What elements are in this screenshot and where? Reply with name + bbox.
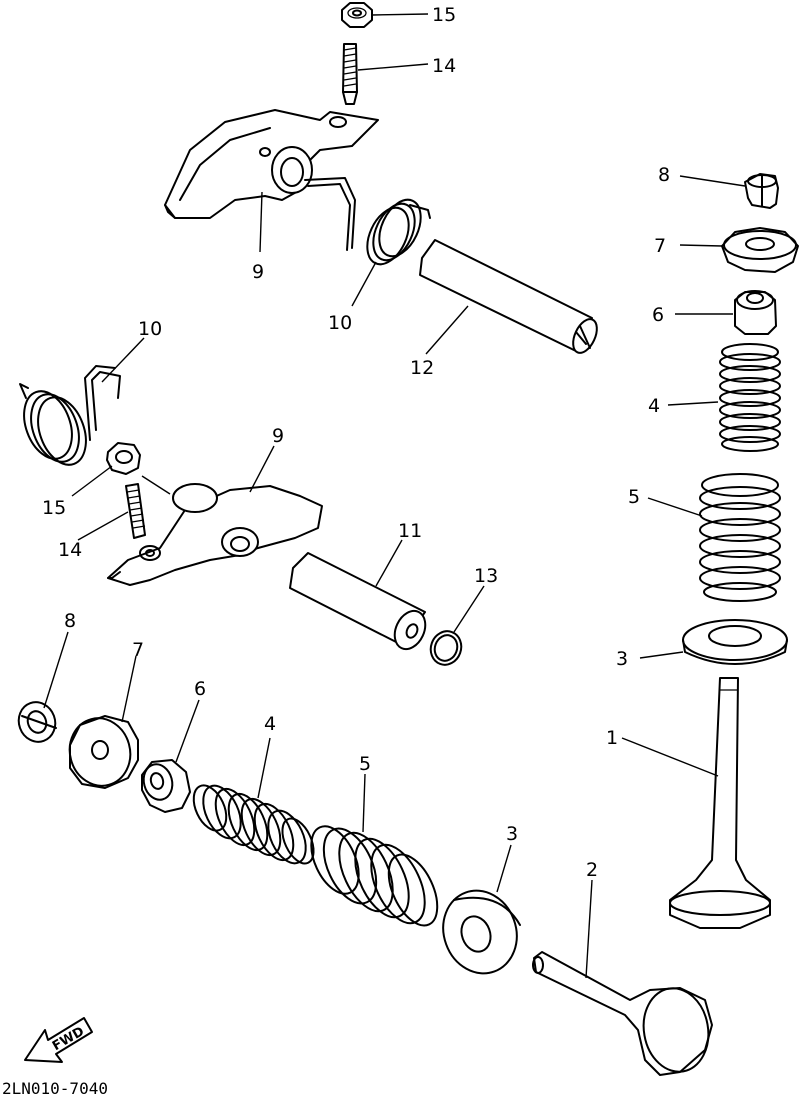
- label-15-mid: 15: [42, 497, 66, 519]
- part-5-outer-spring-right: [699, 473, 781, 602]
- part-6-valve-stem-seal-right: [734, 290, 777, 335]
- part-3-spring-seat-left: [442, 889, 521, 975]
- part-6-valve-stem-seal-left: [141, 759, 191, 813]
- part-12-rocker-shaft: [419, 239, 598, 354]
- label-1: 1: [606, 727, 618, 749]
- label-4-left: 4: [264, 713, 276, 735]
- part-10-torsion-spring-top: [304, 177, 431, 266]
- label-6-left: 6: [194, 678, 206, 700]
- part-4-inner-spring-right: [719, 343, 781, 452]
- part-15-nut-mid: [106, 442, 141, 475]
- label-7-left: 7: [132, 639, 144, 661]
- part-3-spring-seat-right: [682, 619, 788, 665]
- label-5-left: 5: [359, 753, 371, 775]
- label-10-left: 10: [138, 318, 162, 340]
- part-8-valve-cotter-right: [744, 173, 779, 209]
- label-2: 2: [586, 859, 598, 881]
- label-8-right: 8: [658, 164, 670, 186]
- part-11-rocker-shaft: [289, 552, 427, 651]
- label-3-left: 3: [506, 823, 518, 845]
- part-9-rocker-arm-mid: [107, 483, 323, 586]
- label-14-mid: 14: [58, 539, 82, 561]
- label-11: 11: [398, 520, 422, 542]
- label-15-top: 15: [432, 4, 456, 26]
- label-12: 12: [410, 357, 434, 379]
- part-5-outer-spring-left: [310, 825, 439, 927]
- leader-lines: [43, 13, 746, 979]
- part-labels: 15 14 9 10 12 10 9 15 14 11 13 8 7 6 4 5…: [42, 4, 670, 881]
- label-9-mid: 9: [272, 425, 284, 447]
- part-9-rocker-arm-top: [164, 109, 379, 219]
- label-6-right: 6: [652, 304, 664, 326]
- label-3-right: 3: [616, 648, 628, 670]
- label-8-left: 8: [64, 610, 76, 632]
- part-7-spring-retainer-left: [68, 715, 139, 789]
- part-4-inner-spring-left: [192, 784, 315, 865]
- label-10-top: 10: [328, 312, 352, 334]
- part-8-valve-cotter-left: [17, 701, 57, 743]
- label-14-top: 14: [432, 55, 456, 77]
- label-13: 13: [474, 565, 498, 587]
- label-9-top: 9: [252, 261, 264, 283]
- fwd-arrow-icon: FWD: [24, 1017, 93, 1063]
- part-13-o-ring: [429, 630, 463, 666]
- diagram-code: 2LN010-7040: [2, 1079, 108, 1098]
- part-7-spring-retainer-right: [721, 227, 799, 273]
- part-15-nut-top: [341, 2, 373, 28]
- part-10-torsion-spring-left: [19, 365, 121, 466]
- part-14-adjuster-screw-mid: [125, 483, 146, 539]
- label-7-right: 7: [654, 235, 666, 257]
- label-4-right: 4: [648, 395, 660, 417]
- part-2-valve: [532, 951, 713, 1076]
- label-5-right: 5: [628, 486, 640, 508]
- part-14-adjuster-screw-top: [342, 43, 358, 105]
- part-1-valve: [669, 677, 771, 929]
